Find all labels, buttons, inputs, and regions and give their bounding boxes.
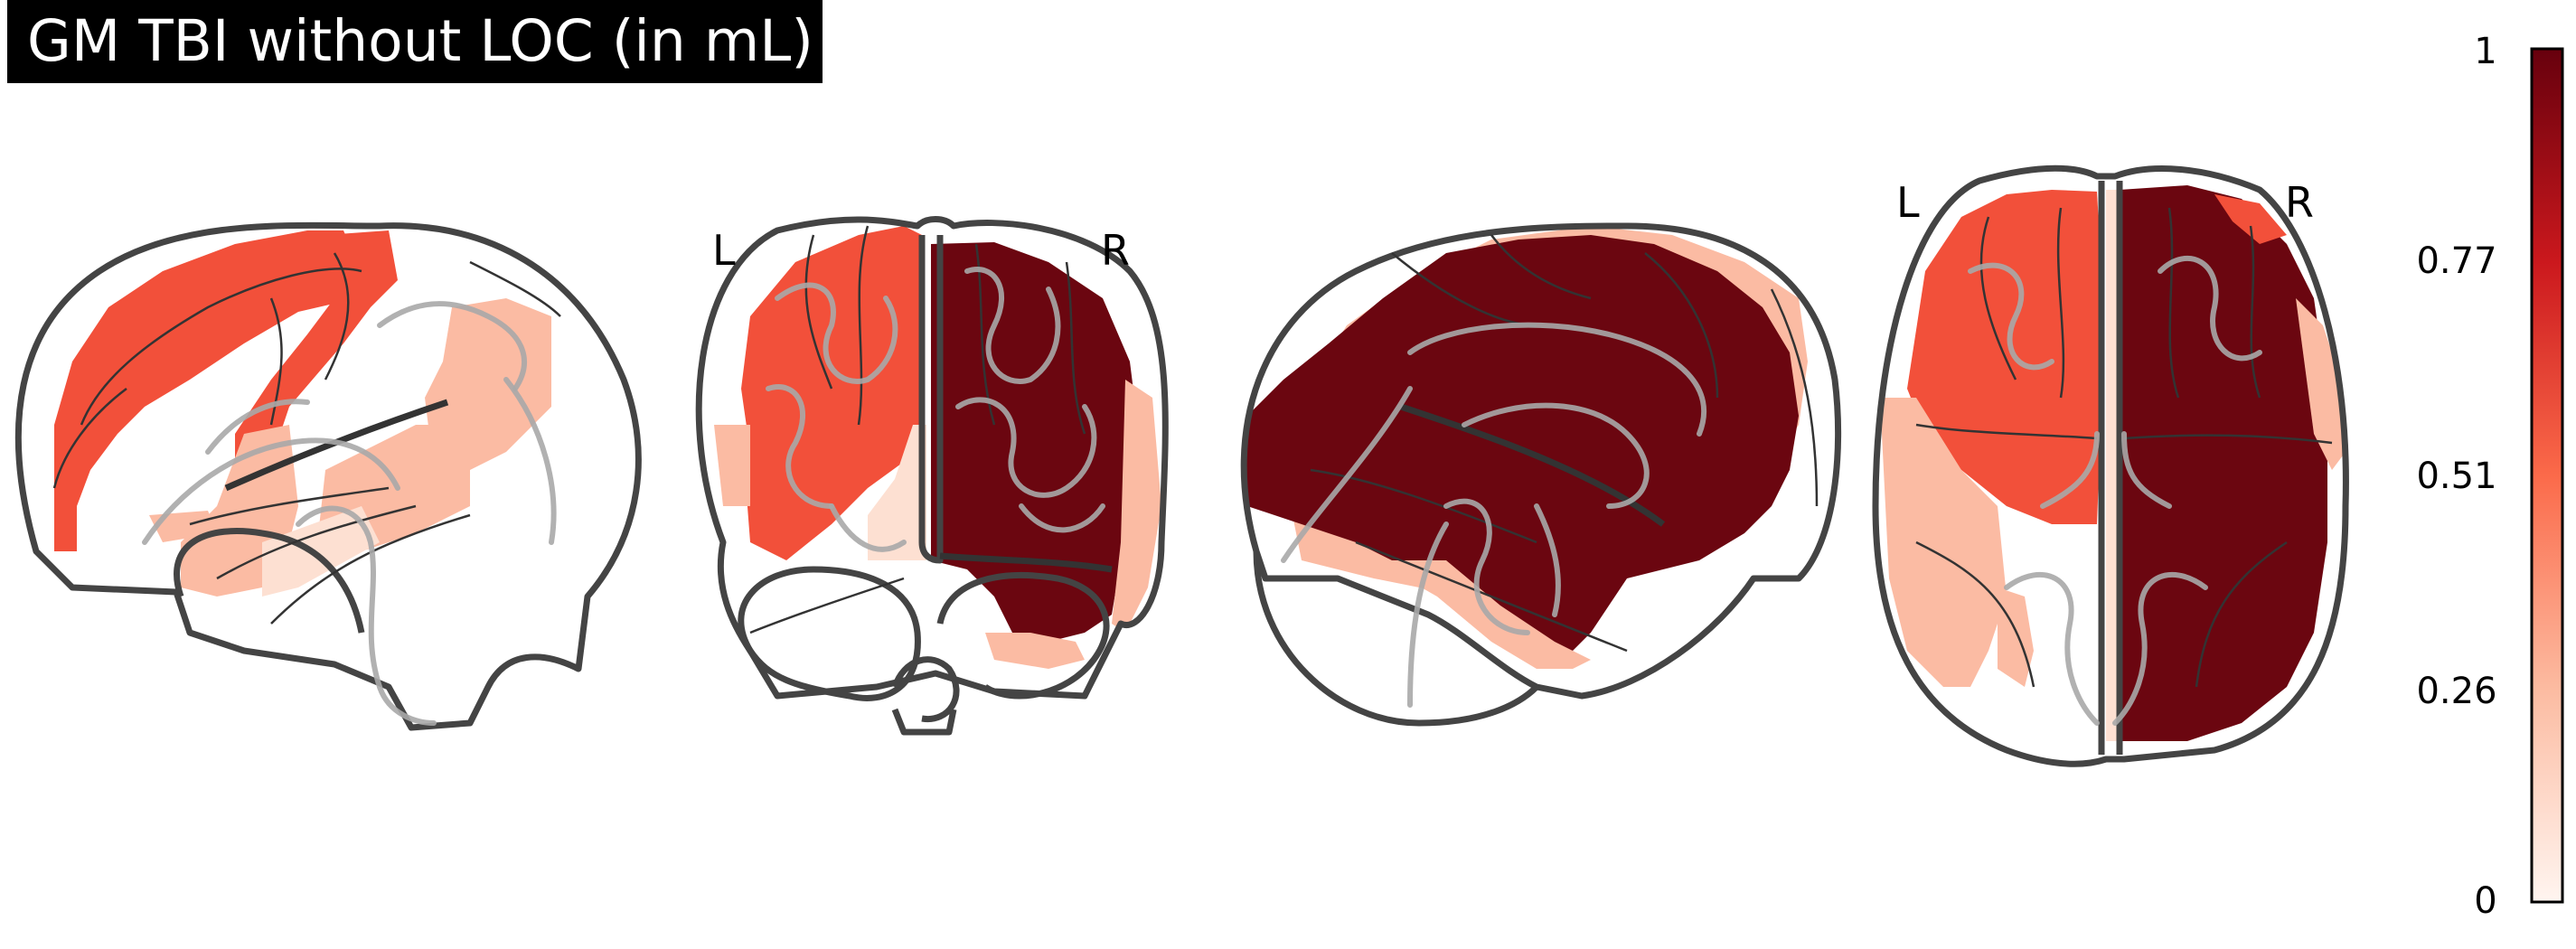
colorbar-tick-0.51: 0.51 xyxy=(2416,456,2496,497)
colorbar-gradient xyxy=(2530,47,2564,904)
region-right-hemisphere xyxy=(931,242,1139,642)
coronal-right-label: R xyxy=(1101,226,1130,275)
coronal-view: L R xyxy=(695,216,1169,736)
region-right-lateral-strip xyxy=(1112,380,1161,633)
right-sagittal-view xyxy=(1240,222,1842,727)
region-right-dark xyxy=(2120,185,2327,741)
axial-view: L R xyxy=(1872,164,2349,767)
region-midline-pale xyxy=(2106,190,2120,741)
region-right-frontal-tip xyxy=(2214,194,2287,244)
colorbar-tick-0.26: 0.26 xyxy=(2416,671,2496,712)
colorbar: 1 0.77 0.51 0.26 0 xyxy=(2416,31,2564,922)
region-orbital-strip xyxy=(149,511,217,542)
region-left-medial xyxy=(868,425,926,560)
region-right-outer xyxy=(2296,298,2346,470)
colorbar-tick-0.77: 0.77 xyxy=(2416,240,2496,282)
figure-title: GM TBI without LOC (in mL) xyxy=(7,0,823,83)
coronal-left-label: L xyxy=(712,226,736,275)
region-frontal-band xyxy=(54,230,362,551)
left-sagittal-outline xyxy=(14,221,642,731)
region-inferior-temporal xyxy=(1374,560,1591,669)
region-left-lateral xyxy=(714,425,750,506)
region-left-inferior xyxy=(1880,398,2007,687)
region-right-inferior xyxy=(985,633,1085,669)
axial-outline xyxy=(1872,164,2349,767)
region-dark-core xyxy=(1244,235,1799,651)
left-sagittal-view xyxy=(14,221,642,731)
region-insula-strip xyxy=(262,506,380,597)
coronal-outline xyxy=(695,216,1169,700)
right-sagittal-outline xyxy=(1240,222,1842,700)
axial-right-label: R xyxy=(2285,178,2314,227)
colorbar-tick-1: 1 xyxy=(2474,31,2496,72)
region-left-posterior xyxy=(1998,587,2034,687)
colorbar-tick-0: 0 xyxy=(2474,880,2496,922)
axial-left-label: L xyxy=(1896,178,1920,227)
region-left-lower xyxy=(741,425,917,560)
